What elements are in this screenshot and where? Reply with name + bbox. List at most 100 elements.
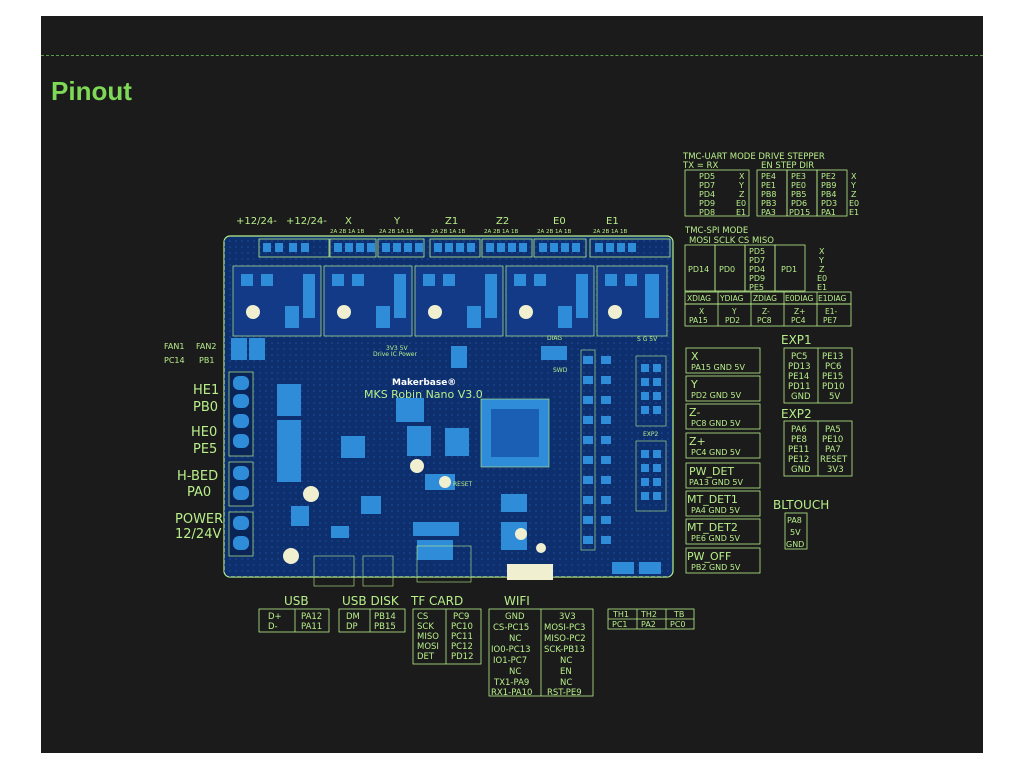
diag-pin: PC8 xyxy=(757,316,772,325)
uart-en: PA3 xyxy=(761,208,776,217)
wifi-pin: NC xyxy=(560,656,572,666)
uart-dir: PE2 xyxy=(821,172,836,181)
uart-txrx: PD8 xyxy=(699,208,715,217)
board: Makerbase® MKS Robin Nano V3.0 Drive IC … xyxy=(223,235,674,587)
diag-axis: E1- xyxy=(825,307,838,316)
spi-mosi: PD14 xyxy=(688,265,709,274)
uart-axis: Y xyxy=(738,181,744,190)
exp1-pin: PD13 xyxy=(788,362,811,372)
tf-card-pin: PC10 xyxy=(451,622,473,632)
diag-pin: PE7 xyxy=(823,316,837,325)
usb-disk-pin: DP xyxy=(346,622,358,632)
diag-axis: Z- xyxy=(762,307,770,316)
tf-card-pin: PC12 xyxy=(451,642,473,652)
diag-label: YDIAG xyxy=(719,294,744,303)
thermistor-table: TH1 TH2 TB PC1 PA2 PC0 xyxy=(607,608,695,630)
exp2-pin: RESET xyxy=(820,455,848,465)
spi-cs: PD9 xyxy=(749,274,765,283)
bltouch-pin: 5V xyxy=(790,528,801,537)
board-reset-label: RESET xyxy=(453,481,473,488)
diag-pin: PD2 xyxy=(725,316,740,325)
diag-axis: Y xyxy=(731,307,737,316)
diag-axis: X xyxy=(699,307,704,316)
endstop-pins: PE6 GND 5V xyxy=(691,534,740,543)
dashed-divider xyxy=(41,55,983,56)
label-fan1: FAN1 xyxy=(164,342,184,351)
diag-label: XDIAG xyxy=(687,294,711,303)
wifi-pin: GND xyxy=(505,612,525,622)
label-pe5: PE5 xyxy=(193,442,217,457)
pin-label-x: 2A 2B 1A 1B xyxy=(330,229,365,235)
exp1-title: EXP1 xyxy=(781,333,812,347)
thermistor-header: TH1 xyxy=(612,610,629,619)
uart-step: PB5 xyxy=(791,190,806,199)
uart-txrx: PD7 xyxy=(699,181,715,190)
left-labels: FAN1 FAN2 PC14 PB1 HE1 PB0 HE0 PE5 H-BED… xyxy=(164,342,223,542)
tf-card-pin: PC9 xyxy=(453,612,469,622)
uart-txrx: PD4 xyxy=(699,190,715,199)
board-voltage-labels: 3V3 5V xyxy=(386,345,408,352)
wifi-pin: RX1-PA10 xyxy=(491,688,532,698)
board-drive-ic-power: Drive IC Power xyxy=(373,351,417,358)
exp2-pin: PA6 xyxy=(791,425,807,435)
board-sg5v-label: S G 5V xyxy=(637,336,658,343)
board-model: MKS Robin Nano V3.0 xyxy=(364,388,483,401)
exp2-pin: PA5 xyxy=(825,425,841,435)
uart-txrx: PD9 xyxy=(699,199,715,208)
wifi-title: WIFI xyxy=(504,594,530,608)
exp2-pin: PE10 xyxy=(822,435,843,445)
uart-step: PD6 xyxy=(791,199,807,208)
exp2-pin: PE11 xyxy=(788,445,809,455)
spi-headers: MOSI SCLK CS MISO xyxy=(689,236,774,246)
endstop-name: PW_DET xyxy=(689,465,734,478)
content-panel: Pinout xyxy=(41,16,983,753)
endstop-boxes: X PA15 GND 5V Y PD2 GND 5V Z- PC8 GND 5V… xyxy=(685,347,761,574)
exp1-table: EXP1 PC5 PD13 PE14 PD11 GND PE13 PC6 PE1… xyxy=(781,333,853,404)
uart-axis: E1 xyxy=(849,208,859,217)
thermistor-pin: PA2 xyxy=(641,620,656,629)
thermistor-header: TH2 xyxy=(640,610,657,619)
usb-disk-pin: PB14 xyxy=(374,612,396,622)
usb-pin: D- xyxy=(268,622,278,632)
endstop-pins: PA4 GND 5V xyxy=(691,506,740,515)
pinout-diagram: Makerbase® MKS Robin Nano V3.0 Drive IC … xyxy=(164,152,859,698)
spi-cs: PD4 xyxy=(749,265,765,274)
diag-axis: Z+ xyxy=(794,307,805,316)
exp1-pin: PD11 xyxy=(788,382,811,392)
top-label-z2: Z2 xyxy=(496,216,509,227)
spi-axis: Z xyxy=(819,265,825,274)
exp2-pin: GND xyxy=(791,465,811,475)
label-pc14: PC14 xyxy=(164,356,185,365)
bottom-connectors xyxy=(313,545,661,587)
top-label-z1: Z1 xyxy=(445,216,458,227)
wifi-pin: MOSI-PC3 xyxy=(544,623,585,633)
endstop-pins: PC4 GND 5V xyxy=(691,448,741,457)
wifi-pin: NC xyxy=(560,678,572,688)
label-pb0: PB0 xyxy=(193,400,218,415)
diag-label: E0DIAG xyxy=(785,294,813,303)
diag-pin: PC4 xyxy=(791,316,806,325)
top-label-power2: +12/24- xyxy=(286,216,327,227)
tmc-spi-table: TMC-SPI MODE MOSI SCLK CS MISO PD14 PD0 … xyxy=(684,226,827,292)
pin-label-z2: 2A 2B 1A 1B xyxy=(484,229,519,235)
spi-axis: E0 xyxy=(817,274,827,283)
uart-title: TMC-UART MODE DRIVE STEPPER xyxy=(682,152,825,162)
exp2-title: EXP2 xyxy=(781,407,812,421)
spi-axis: Y xyxy=(818,256,824,265)
endstop-pins: PD2 GND 5V xyxy=(691,391,742,400)
pin-label-e0: 2A 2B 1A 1B xyxy=(537,229,572,235)
motor-pin-labels: 2A 2B 1A 1B 2A 2B 1A 1B 2A 2B 1A 1B 2A 2… xyxy=(330,229,628,235)
endstop-name: PW_OFF xyxy=(687,550,731,563)
uart-axis: E0 xyxy=(849,199,859,208)
label-he1: HE1 xyxy=(193,383,219,398)
pin-label-y: 2A 2B 1A 1B xyxy=(379,229,414,235)
exp2-pin: PE12 xyxy=(788,455,809,465)
board-diag-label: DIAG xyxy=(547,335,562,342)
bltouch-table: BLTOUCH PA8 5V GND xyxy=(773,498,829,550)
uart-header-right: EN STEP DIR xyxy=(761,161,814,171)
wifi-table: WIFI GND CS-PC15 NC IO0-PC13 IO1-PC7 NC … xyxy=(488,594,594,698)
endstop-name: X xyxy=(691,350,699,363)
label-hbed: H-BED xyxy=(177,469,218,484)
thermistor-header: TB xyxy=(673,610,684,619)
spi-cs: PE5 xyxy=(749,283,764,292)
